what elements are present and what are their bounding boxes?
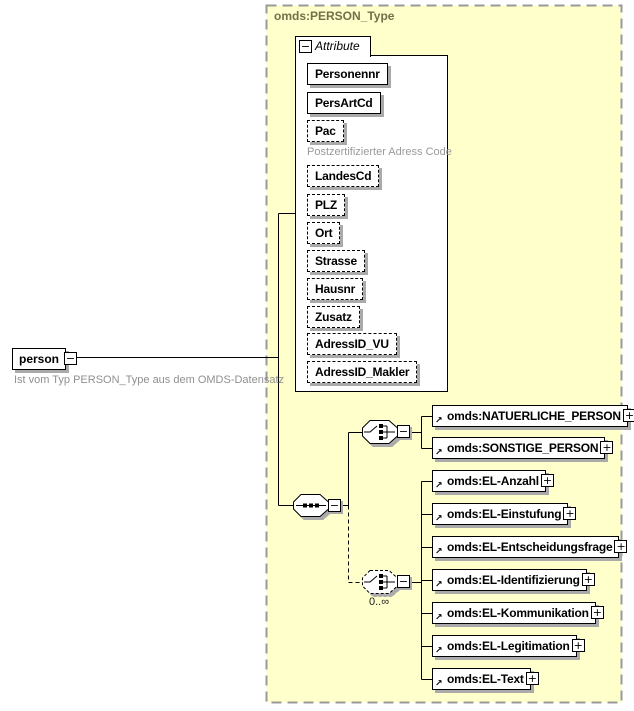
expand-button[interactable]: + [622,409,634,422]
optional-choice-collapse-button[interactable]: − [397,575,410,588]
choice-collapse-button[interactable]: − [397,425,410,438]
attribute-box-adressid-makler[interactable]: AdressID_Makler [307,361,418,383]
element-box-el-entscheidungsfrage[interactable]: ↗ omds:EL-Entscheidungsfrage + [432,536,628,558]
element-label: omds:SONSTIGE_PERSON [447,441,599,455]
expand-button[interactable]: + [614,540,628,553]
element-box-el-kommunikation[interactable]: ↗ omds:EL-Kommunikation + [432,602,604,624]
attribute-box-persartcd[interactable]: PersArtCd [307,92,381,114]
attribute-box-hausnr[interactable]: Hausnr [307,278,364,300]
expand-button[interactable]: + [600,441,614,454]
cardinality-label: 0..∞ [369,596,390,608]
reference-arrow-icon: ↗ [435,679,443,689]
expand-button[interactable]: + [571,639,585,652]
element-box-el-einstufung[interactable]: ↗ omds:EL-Einstufung + [432,503,577,525]
element-box-natuerliche-person[interactable]: ↗ omds:NATUERLICHE_PERSON + [432,405,634,427]
choice-compositor[interactable] [362,420,398,449]
reference-arrow-icon: ↗ [435,448,443,458]
sequence-compositor[interactable] [293,494,329,522]
attribute-section-label: Attribute [315,39,360,53]
expand-button[interactable]: + [525,672,539,685]
element-box-el-anzahl[interactable]: ↗ omds:EL-Anzahl + [432,470,554,492]
reference-arrow-icon: ↗ [435,547,443,557]
element-label: omds:EL-Entscheidungsfrage [447,540,613,554]
element-label: omds:EL-Einstufung [447,507,562,521]
attribute-collapse-button[interactable]: − [299,40,312,53]
attribute-annotation: Postzertifizierter Adress Code [307,146,452,158]
element-label: omds:EL-Anzahl [447,474,539,488]
attribute-box-strasse[interactable]: Strasse [307,250,365,272]
element-box-el-text[interactable]: ↗ omds:EL-Text + [432,668,539,690]
attribute-box-plz[interactable]: PLZ [307,194,346,216]
person-annotation: Ist vom Typ PERSON_Type aus dem OMDS-Dat… [14,374,285,386]
expand-button[interactable]: + [581,573,595,586]
expand-button[interactable]: + [590,606,604,619]
reference-arrow-icon: ↗ [435,416,443,426]
person-collapse-button[interactable]: − [64,352,78,365]
attribute-box-landescd[interactable]: LandesCd [307,165,380,187]
reference-arrow-icon: ↗ [435,580,443,590]
element-label: omds:EL-Text [447,672,524,686]
attribute-box-ort[interactable]: Ort [307,222,341,244]
element-label: omds:EL-Identifizierung [447,573,580,587]
optional-choice-compositor[interactable] [362,570,398,599]
element-box-sonstige-person[interactable]: ↗ omds:SONSTIGE_PERSON + [432,437,614,459]
reference-arrow-icon: ↗ [435,481,443,491]
attribute-tab: − Attribute [295,36,371,57]
expand-button[interactable]: + [540,474,554,487]
element-label: omds:NATUERLICHE_PERSON [447,409,621,423]
sequence-collapse-button[interactable]: − [328,499,341,512]
element-box-el-legitimation[interactable]: ↗ omds:EL-Legitimation + [432,635,585,657]
element-box-el-identifizierung[interactable]: ↗ omds:EL-Identifizierung + [432,569,595,591]
element-label: omds:EL-Legitimation [447,639,570,653]
attribute-box-zusatz[interactable]: Zusatz [307,306,360,328]
reference-arrow-icon: ↗ [435,613,443,623]
expand-button[interactable]: + [563,507,577,520]
attribute-box-personennr[interactable]: Personennr [307,63,388,85]
type-title: omds:PERSON_Type [274,9,395,23]
attribute-box-pac[interactable]: Pac [307,120,344,142]
person-element-box[interactable]: person − [12,348,78,370]
person-element-label: person [19,352,60,366]
reference-arrow-icon: ↗ [435,646,443,656]
attribute-box-adressid-vu[interactable]: AdressID_VU [307,333,397,355]
reference-arrow-icon: ↗ [435,514,443,524]
element-label: omds:EL-Kommunikation [447,606,589,620]
